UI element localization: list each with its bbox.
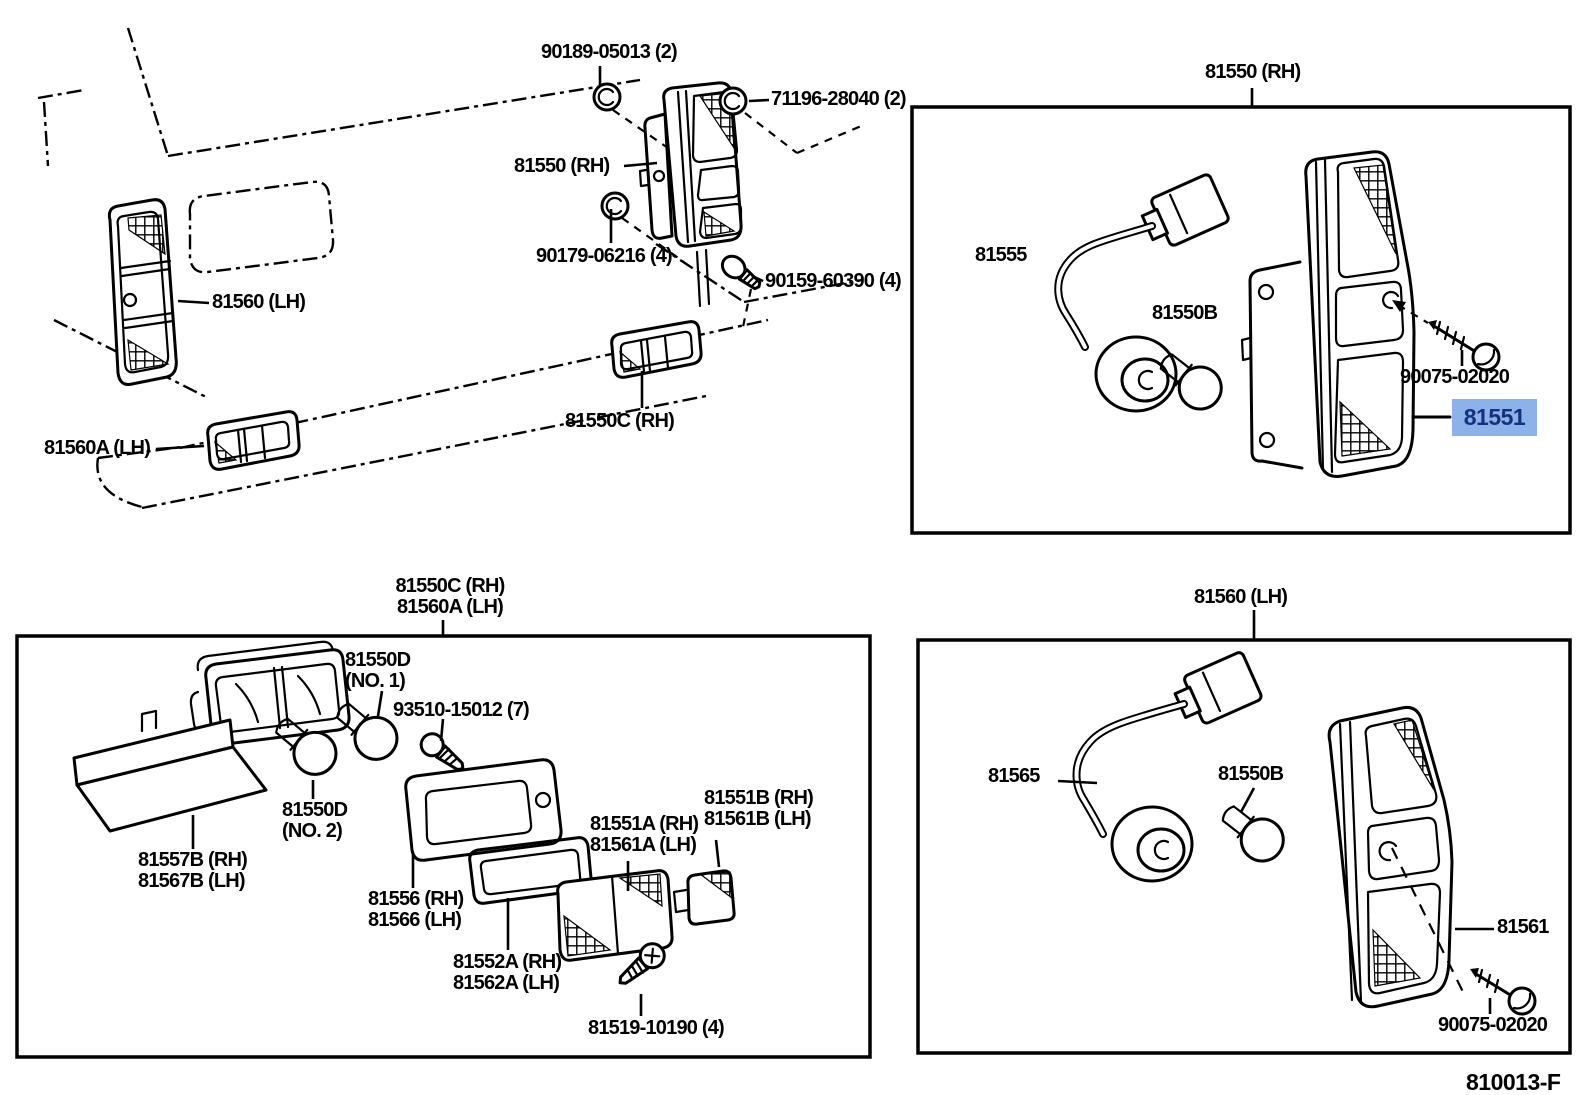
part-label-71196-28040: 71196-28040 (2) xyxy=(771,88,907,110)
tail-lamp-lh-drawing xyxy=(107,198,178,386)
part-label-81551-highlighted[interactable]: 81551 xyxy=(1452,399,1537,436)
harness-81565-drawing xyxy=(1072,651,1263,883)
part-label-81550d-no2: 81550D (NO. 2) xyxy=(282,799,348,842)
box-license-title: 81550C (RH) 81560A (LH) xyxy=(385,576,515,618)
screw-81519-icon xyxy=(618,942,666,985)
part-label-line: 81552A (RH) xyxy=(453,951,562,973)
part-label-line: 81561B (LH) xyxy=(704,808,812,830)
part-label-93510-15012: 93510-15012 (7) xyxy=(393,699,530,721)
part-label-81561: 81561 xyxy=(1497,916,1549,938)
bolt-71196-icon xyxy=(718,86,748,116)
highlighted-part-number: 81551 xyxy=(1463,404,1526,430)
part-label-81555: 81555 xyxy=(975,244,1027,266)
lens-body-81551-drawing xyxy=(1304,150,1416,478)
box-license-title-line2: 81560A (LH) xyxy=(396,596,504,618)
box-license-title-line1: 81550C (RH) xyxy=(395,575,505,597)
part-label-81550c-rh: 81550C (RH) xyxy=(565,410,675,432)
part-label-line: 81551B (RH) xyxy=(704,787,814,809)
bulb-81550d-no1-drawing xyxy=(336,702,399,761)
license-lamp-rh-drawing xyxy=(610,320,703,379)
bulb-81550b-rh-drawing xyxy=(1159,353,1223,411)
part-label-line: 81550D xyxy=(282,799,348,821)
part-label-81552a: 81552A (RH) 81562A (LH) xyxy=(453,951,562,994)
part-label-81557b: 81557B (RH) 81567B (LH) xyxy=(138,849,248,892)
part-label-90159-60390: 90159-60390 (4) xyxy=(765,270,902,292)
part-label-line: 81556 (RH) xyxy=(368,888,464,910)
box-lh-title: 81560 (LH) xyxy=(1194,586,1288,608)
part-label-81565: 81565 xyxy=(988,765,1040,787)
part-label-line: 81557B (RH) xyxy=(138,849,248,871)
reflector-81551b-drawing xyxy=(672,869,736,926)
part-label-line: (NO. 2) xyxy=(282,820,343,842)
part-label-90075-02020-lh: 90075-02020 xyxy=(1438,1014,1548,1036)
part-label-81550d-no1: 81550D (NO. 1) xyxy=(345,649,411,692)
box-rh-frame xyxy=(910,105,1572,535)
screw-93510-icon xyxy=(419,732,465,771)
bulb-81550b-lh-drawing xyxy=(1221,805,1285,863)
retainer-81557b-drawing xyxy=(72,709,268,833)
part-label-81550b-rh: 81550B xyxy=(1152,302,1218,324)
part-label-line: 81561A (LH) xyxy=(590,834,697,856)
part-label-line: 81550D xyxy=(345,649,411,671)
part-label-81550b-lh: 81550B xyxy=(1218,763,1284,785)
nut-90189-icon xyxy=(592,82,622,112)
screw-90159-icon xyxy=(720,254,762,291)
bulb-81550d-no2-drawing xyxy=(275,717,338,776)
part-label-81551a: 81551A (RH) 81561A (LH) xyxy=(590,813,699,856)
box-lh-frame xyxy=(916,638,1572,1055)
part-label-81560-lh: 81560 (LH) xyxy=(212,291,306,313)
bracket-drawing-rh xyxy=(1240,260,1304,470)
drawing-code: 810013-F xyxy=(1466,1069,1561,1095)
part-label-line: (NO. 1) xyxy=(345,670,406,692)
lens-body-81561-drawing xyxy=(1327,706,1465,1009)
box-rh-title: 81550 (RH) xyxy=(1205,61,1301,83)
lamp-body-81556-drawing xyxy=(404,758,563,862)
screw-90075-rh-icon xyxy=(1428,320,1501,372)
part-label-81551b: 81551B (RH) 81561B (LH) xyxy=(704,787,814,830)
license-lamp-lh-drawing xyxy=(206,410,301,471)
part-label-line: 81567B (LH) xyxy=(138,870,246,892)
part-label-90189-05013: 90189-05013 (2) xyxy=(541,41,678,63)
lens-81551a-drawing xyxy=(556,869,674,962)
part-label-line: 81566 (LH) xyxy=(368,909,462,931)
harness-81555-drawing xyxy=(1054,173,1230,413)
part-label-90179-06216: 90179-06216 (4) xyxy=(536,245,673,267)
part-label-81556: 81556 (RH) 81566 (LH) xyxy=(368,888,464,931)
screw-90075-lh-icon xyxy=(1470,968,1537,1016)
part-label-81550-rh: 81550 (RH) xyxy=(514,155,610,177)
nut-90179-icon xyxy=(600,191,630,221)
part-label-90075-02020-rh: 90075-02020 xyxy=(1400,366,1510,388)
part-label-81560a-lh: 81560A (LH) xyxy=(44,437,151,459)
part-label-line: 81551A (RH) xyxy=(590,813,699,835)
part-label-81519-10190: 81519-10190 (4) xyxy=(588,1017,725,1039)
part-label-line: 81562A (LH) xyxy=(453,972,560,994)
